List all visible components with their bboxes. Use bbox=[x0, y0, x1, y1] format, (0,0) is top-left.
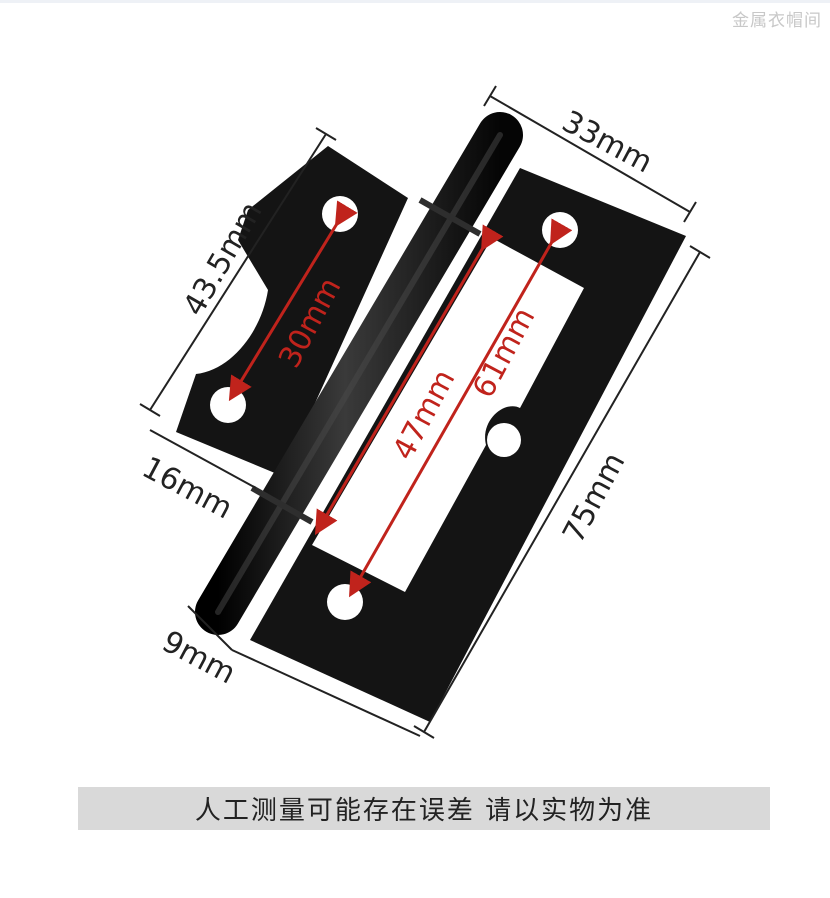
label-75mm: 75mm bbox=[556, 447, 632, 549]
hole bbox=[542, 212, 578, 248]
hole bbox=[322, 196, 358, 232]
disclaimer-banner: 人工测量可能存在误差 请以实物为准 bbox=[78, 787, 770, 830]
label-9mm: 9mm bbox=[156, 624, 241, 691]
red-arrows bbox=[228, 200, 573, 598]
pin-ring bbox=[250, 485, 314, 525]
hole bbox=[487, 423, 521, 457]
label-33mm: 33mm bbox=[556, 104, 658, 180]
top-strip bbox=[0, 0, 830, 3]
hole bbox=[327, 584, 363, 620]
watermark: 金属衣帽间 bbox=[732, 11, 822, 31]
hole bbox=[210, 387, 246, 423]
label-16mm: 16mm bbox=[136, 450, 238, 526]
